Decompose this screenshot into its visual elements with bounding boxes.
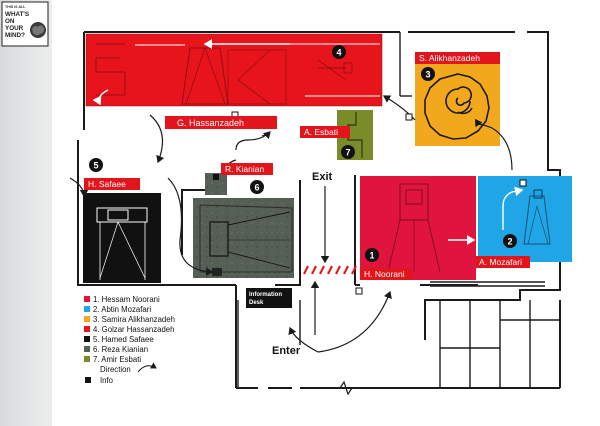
svg-text:ON: ON (5, 18, 15, 25)
svg-text:H. Noorani: H. Noorani (364, 269, 405, 279)
svg-text:2. Abtin Mozafari: 2. Abtin Mozafari (93, 305, 151, 314)
svg-text:A. Mozafari: A. Mozafari (479, 257, 522, 267)
legend-item-4: 4. Golzar Hassanzadeh (84, 325, 174, 334)
svg-text:H. Safaee: H. Safaee (88, 179, 126, 189)
information-desk[interactable]: Information Desk (246, 288, 292, 308)
logo: THIS IS ALL WHAT'S ON YOUR MIND? (1, 1, 49, 47)
label-r-kianian: R. Kianian (221, 163, 273, 175)
badge-3: 3 (421, 67, 435, 81)
badge-1: 1 (365, 248, 379, 262)
svg-text:R. Kianian: R. Kianian (225, 164, 264, 174)
svg-text:2: 2 (507, 237, 512, 247)
direction-arrows (69, 95, 513, 353)
legend-item-6: 6. Reza Kianian (84, 345, 148, 354)
svg-text:3: 3 (425, 70, 430, 80)
info-markers (213, 111, 527, 295)
label-a-mozafari: A. Mozafari (476, 256, 530, 268)
info-square-icon (85, 377, 91, 383)
enter-label: Enter (272, 345, 301, 357)
legend-item-2: 2. Abtin Mozafari (84, 305, 151, 314)
badge-7: 7 (341, 145, 355, 159)
svg-text:A. Esbati: A. Esbati (304, 127, 338, 137)
svg-text:4: 4 (336, 48, 341, 58)
svg-text:7: 7 (345, 148, 350, 158)
dashed-barrier (303, 265, 357, 275)
svg-text:WHAT'S: WHAT'S (5, 11, 29, 18)
legend-item-5: 5. Hamed Safaee (84, 335, 154, 344)
room-safaee[interactable] (83, 193, 161, 283)
svg-text:Direction: Direction (100, 365, 131, 374)
room-mozafari[interactable] (478, 176, 572, 262)
svg-text:THIS IS ALL: THIS IS ALL (5, 5, 26, 9)
room-hassanzadeh[interactable] (85, 33, 383, 107)
badge-6: 6 (250, 180, 264, 194)
svg-text:Desk: Desk (249, 300, 264, 306)
direction-arrow-hassanzadeh (92, 39, 290, 106)
walls (77, 31, 561, 389)
svg-text:6. Reza Kianian: 6. Reza Kianian (93, 345, 148, 354)
legend-item-3: 3. Samira Alikhanzadeh (84, 315, 175, 324)
badge-5: 5 (89, 158, 103, 172)
badge-2: 2 (503, 234, 517, 248)
svg-text:MIND?: MIND? (5, 32, 25, 39)
legend-info: Info (85, 376, 114, 385)
room-noorani[interactable] (360, 176, 476, 280)
svg-text:5: 5 (93, 161, 98, 171)
svg-text:5. Hamed Safaee: 5. Hamed Safaee (93, 335, 154, 344)
svg-text:YOUR: YOUR (5, 25, 24, 32)
svg-text:4. Golzar Hassanzadeh: 4. Golzar Hassanzadeh (93, 325, 174, 334)
legend-item-1: 1. Hessam Noorani (84, 295, 160, 304)
svg-text:1. Hessam Noorani: 1. Hessam Noorani (93, 295, 160, 304)
legend-direction: Direction (100, 362, 157, 374)
svg-text:Information: Information (249, 292, 282, 298)
room-kianian[interactable] (193, 173, 294, 278)
svg-text:Info: Info (100, 376, 114, 385)
label-g-hassanzadeh: G. Hassanzadeh (165, 116, 277, 129)
svg-text:G. Hassanzadeh: G. Hassanzadeh (177, 118, 244, 128)
svg-text:6: 6 (254, 183, 259, 193)
svg-text:1: 1 (369, 251, 374, 261)
label-a-esbati: A. Esbati (300, 126, 350, 138)
svg-text:S. Alikhanzadeh: S. Alikhanzadeh (419, 53, 480, 63)
badge-4: 4 (332, 45, 346, 59)
legend: 1. Hessam Noorani 2. Abtin Mozafari 3. S… (84, 295, 175, 385)
interior-walls (237, 32, 560, 396)
paper-edge-strip (0, 0, 52, 426)
exit-label: Exit (312, 171, 333, 183)
svg-text:7. Amir Esbati: 7. Amir Esbati (93, 355, 141, 364)
label-h-noorani: H. Noorani (360, 268, 412, 280)
svg-text:3. Samira Alikhanzadeh: 3. Samira Alikhanzadeh (93, 315, 175, 324)
direction-arrow-icon (137, 362, 157, 373)
label-h-safaee: H. Safaee (84, 178, 140, 190)
label-s-alikhanzadeh: S. Alikhanzadeh (415, 52, 500, 64)
legend-item-7: 7. Amir Esbati (84, 355, 141, 364)
